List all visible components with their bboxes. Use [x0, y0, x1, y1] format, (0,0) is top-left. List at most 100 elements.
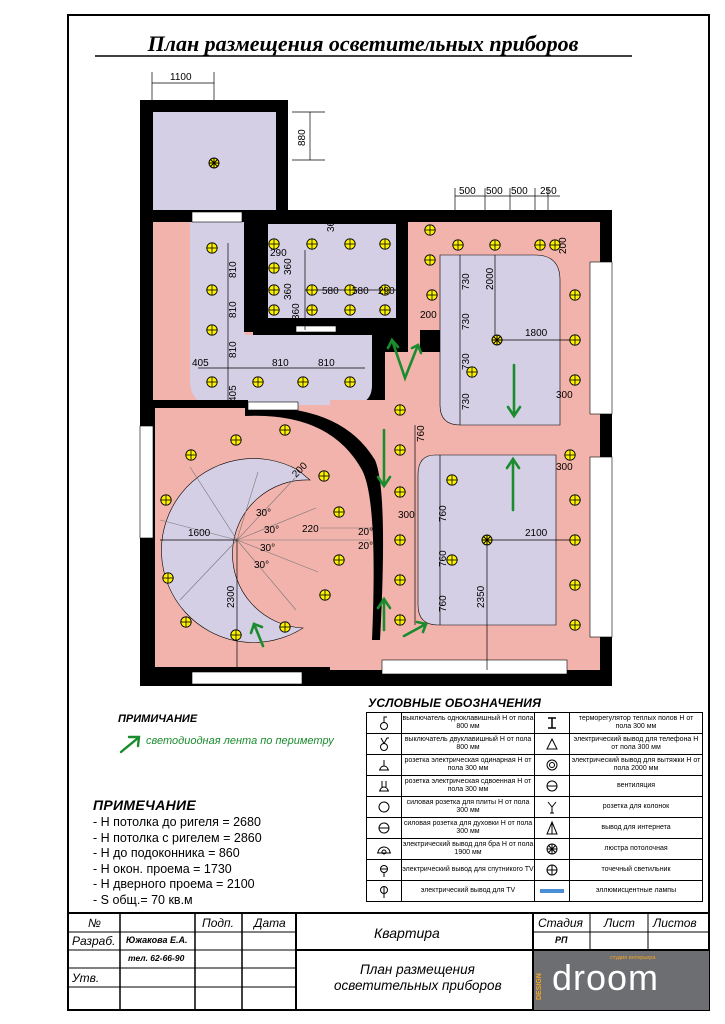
tv-outlet-icon — [366, 880, 402, 902]
dim-810-h2: 810 — [318, 358, 335, 369]
general-notes-title: ПРИМЕЧАНИЕ — [93, 797, 197, 813]
dim-right-top-2: 500 — [486, 186, 503, 197]
tb-col-date: Дата — [254, 916, 286, 930]
stair-round-ceiling — [161, 458, 311, 643]
spotlight-icon — [160, 494, 172, 506]
spotlight-icon — [569, 289, 581, 301]
tb-phone: тел. 62-66-90 — [128, 953, 185, 963]
spotlight-icon — [344, 238, 356, 250]
legend-row: выключатель одноклавишный Н от пола 800 … — [366, 712, 703, 734]
spotlight-icon — [180, 616, 192, 628]
legend-text: электрический вывод для спутникого TV — [401, 859, 535, 881]
dim-760-c: 760 — [438, 550, 449, 567]
dim-730-d: 730 — [461, 393, 472, 410]
spotlight-icon — [252, 376, 264, 388]
dim-810-v1: 810 — [228, 261, 239, 278]
internet-outlet-icon — [534, 817, 570, 839]
tb-sheet-label: Лист — [604, 916, 635, 930]
openings — [139, 211, 613, 685]
chandelier-icon — [208, 157, 220, 169]
spotlight-icon — [206, 324, 218, 336]
led-strip-arrows — [249, 337, 522, 648]
dim-2300: 2300 — [226, 585, 237, 608]
spotlight-icon — [394, 574, 406, 586]
legend-text: силовая розетка для духовки Н от пола 30… — [401, 817, 535, 839]
spotlight-icon — [549, 239, 561, 251]
bathroom-ceiling — [190, 222, 372, 405]
dim-300-c: 300 — [398, 510, 415, 521]
spotlight-icon — [344, 284, 356, 296]
spotlight-icon — [466, 366, 478, 378]
spotlights — [160, 224, 581, 641]
spotlight-icon — [333, 506, 345, 518]
led-note-title: ПРИМИЧАНИЕ — [118, 713, 198, 725]
hood-outlet-icon — [534, 754, 570, 776]
switch-single-icon — [366, 712, 402, 734]
legend-text: электрический вывод для телефона Н от по… — [569, 733, 703, 755]
led-note-text: светодиодная лента по периметру — [146, 735, 334, 747]
legend-text: эллюмисцентные лампы — [569, 880, 703, 902]
dim-right-top-4: 250 — [540, 186, 557, 197]
tb-developer-name: Южакова Е.А. — [126, 935, 188, 945]
logo-main-text: droom — [552, 957, 660, 998]
note-line: - Н до подоконника = 860 — [93, 846, 240, 860]
legend-text: вывод для интернета — [569, 817, 703, 839]
dim-2350: 2350 — [476, 585, 487, 608]
dim-300-a: 300 — [556, 390, 573, 401]
chandelier-icon — [534, 838, 570, 860]
wc-room — [268, 222, 398, 322]
legend-row: выключатель двуклавишный Н от пола 800 м… — [366, 733, 703, 755]
dim-wc-580-a: 580 — [322, 286, 339, 297]
spotlight-icon — [394, 486, 406, 498]
spotlight-icon — [206, 242, 218, 254]
spotlight-icon — [564, 449, 576, 461]
dim-wc-360-d: 360 — [291, 303, 302, 320]
speaker-socket-icon — [534, 796, 570, 818]
legend-text: электрический вывод для бра Н от пола 19… — [401, 838, 535, 860]
spotlight-icon — [268, 284, 280, 296]
sconce-outlet-icon — [366, 838, 402, 860]
legend-row: розетка электрическая одинарная Н от пол… — [366, 754, 703, 776]
spotlight-icon — [306, 304, 318, 316]
dim-1800: 1800 — [525, 328, 548, 339]
dim-balcony-width: 1100 — [170, 72, 192, 83]
spotlight-icon — [534, 239, 546, 251]
dim-wc-360-a: 360 — [326, 215, 337, 232]
chandelier-icon — [491, 334, 503, 346]
legend-text: силовая розетка для плиты Н от пола 300 … — [401, 796, 535, 818]
spotlight-icon — [489, 239, 501, 251]
spotlight-icon — [344, 304, 356, 316]
spotlight-icon — [268, 262, 280, 274]
dim-405-h: 405 — [192, 358, 209, 369]
legend-row: электрический вывод для бра Н от пола 19… — [366, 838, 703, 860]
dim-wc-290-r: 290 — [378, 286, 395, 297]
general-notes: ПРИМЕЧАНИЕ - Н потолка до ригеля = 2680 … — [93, 797, 262, 908]
tb-col-sign: Подп. — [202, 916, 234, 930]
spotlight-icon — [426, 289, 438, 301]
chandelier-icon — [481, 534, 493, 546]
spotlight-icon — [206, 284, 218, 296]
spotlight-icon — [394, 404, 406, 416]
legend-text: выключатель двуклавишный Н от пола 800 м… — [401, 733, 535, 755]
note-line: - Н потолка с ригелем = 2860 — [93, 830, 262, 845]
tb-stage-label: Стадия — [538, 916, 583, 930]
dim-760-a: 760 — [416, 425, 427, 442]
spotlight-icon — [279, 424, 291, 436]
angle-20-a: 20° — [358, 527, 373, 538]
tb-col-no: № — [88, 916, 101, 930]
note-line: - S общ.= 70 кв.м — [93, 892, 193, 907]
dim-760-b: 760 — [438, 505, 449, 522]
legend-table: выключатель одноклавишный Н от пола 800 … — [366, 712, 703, 902]
dim-200-a: 200 — [420, 310, 437, 321]
spotlight-icon — [230, 629, 242, 641]
angle-20-b: 20° — [358, 541, 373, 552]
dim-right-top-1: 500 — [459, 186, 476, 197]
note-line: - Н окон. проема = 1730 — [93, 861, 232, 876]
legend-panel: УСЛОВНЫЕ ОБОЗНАЧЕНИЯ выключатель однокла… — [366, 696, 703, 902]
stair-lines — [159, 466, 370, 611]
spotlight-icon — [569, 534, 581, 546]
led-note: ПРИМИЧАНИЕ светодиодная лента по перимет… — [118, 713, 334, 747]
spotlight-icon — [446, 554, 458, 566]
